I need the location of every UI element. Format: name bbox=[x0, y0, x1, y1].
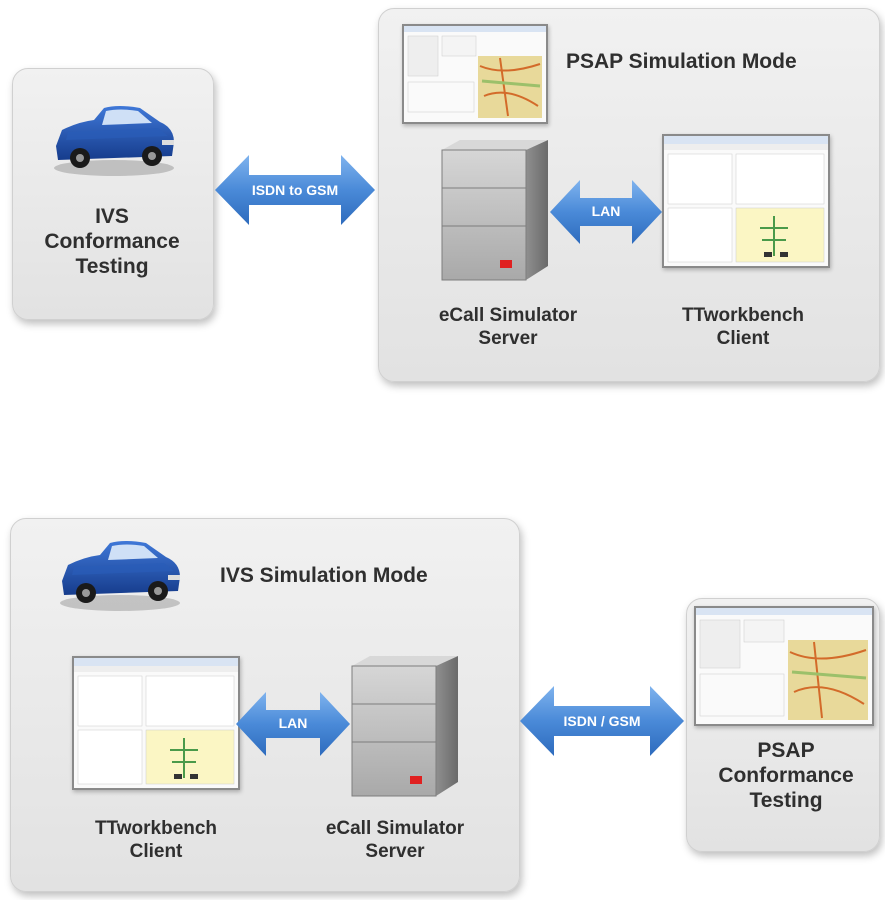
psap-line-3: Testing bbox=[749, 789, 823, 813]
lan-label-bottom: LAN bbox=[278, 715, 308, 731]
ttworkbench-screenshot-top bbox=[662, 134, 830, 268]
client-label-bottom: TTworkbench Client bbox=[56, 818, 256, 864]
client-label-top: TTworkbench Client bbox=[648, 305, 838, 351]
server-line-1: eCall Simulator bbox=[438, 305, 578, 326]
psap-conformance-label: PSAP Conformance Testing bbox=[686, 738, 885, 814]
client-line-1: TTworkbench bbox=[94, 818, 218, 839]
client-line-1: TTworkbench bbox=[681, 305, 805, 326]
server-line-1: eCall Simulator bbox=[325, 818, 465, 839]
ivs-line-2: Conformance bbox=[44, 230, 180, 254]
server-line-2: Server bbox=[365, 840, 425, 862]
server-icon bbox=[441, 140, 548, 281]
car-icon bbox=[54, 106, 174, 176]
psap-line-1: PSAP bbox=[757, 739, 815, 762]
ivs-line-3: Testing bbox=[75, 255, 149, 279]
isdn-to-gsm-arrow: ISDN to GSM bbox=[215, 155, 375, 225]
ivs-simulation-title: IVS Simulation Mode bbox=[220, 564, 428, 587]
psap-map-screenshot bbox=[694, 606, 874, 726]
psap-simulation-title: PSAP Simulation Mode bbox=[566, 50, 797, 73]
ivs-line-1: IVS bbox=[95, 205, 129, 228]
car-icon bbox=[60, 541, 180, 611]
server-icon bbox=[351, 656, 458, 797]
server-label-top: eCall Simulator Server bbox=[408, 305, 608, 351]
server-label-bottom: eCall Simulator Server bbox=[300, 818, 490, 864]
psap-map-screenshot bbox=[402, 24, 548, 124]
lan-arrow-top: LAN bbox=[550, 180, 662, 244]
isdn-gsm-label: ISDN / GSM bbox=[563, 713, 641, 729]
isdn-to-gsm-label: ISDN to GSM bbox=[251, 182, 339, 198]
server-line-2: Server bbox=[478, 327, 538, 349]
ttworkbench-screenshot-bottom bbox=[72, 656, 240, 790]
ivs-conformance-label: IVS Conformance Testing bbox=[12, 204, 212, 280]
client-line-2: Client bbox=[716, 327, 770, 349]
client-line-2: Client bbox=[129, 840, 183, 862]
lan-arrow-bottom: LAN bbox=[236, 692, 350, 756]
psap-line-2: Conformance bbox=[718, 764, 854, 788]
isdn-gsm-arrow: ISDN / GSM bbox=[520, 686, 684, 756]
lan-label-top: LAN bbox=[591, 203, 621, 219]
